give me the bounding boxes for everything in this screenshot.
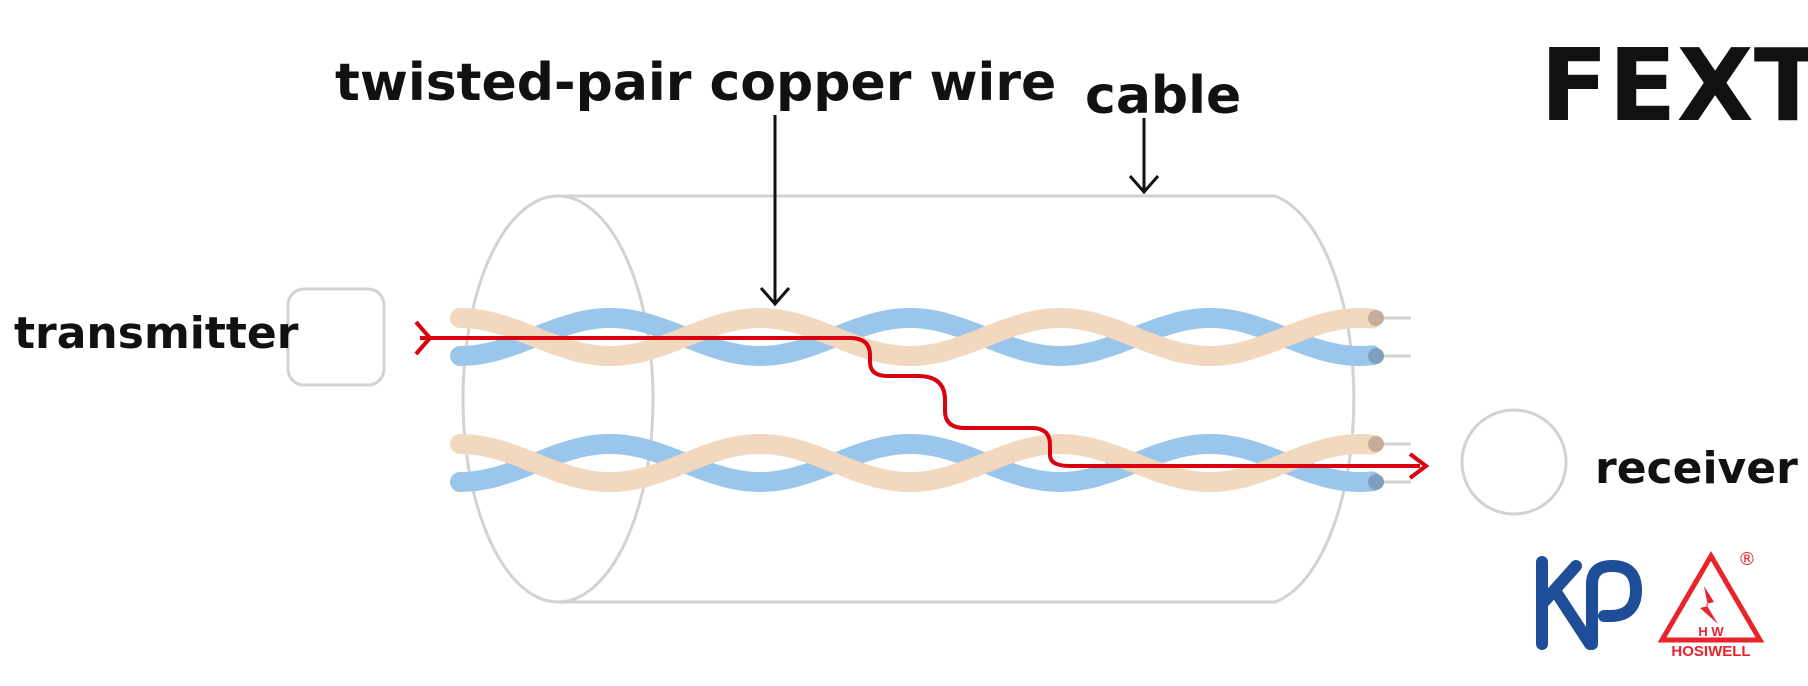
registered-mark: ®	[1738, 549, 1756, 570]
crosstalk-signal	[414, 320, 1430, 480]
cable-label: cable	[1085, 66, 1241, 126]
pair-1-tan-wire	[450, 307, 1382, 366]
twisted-pairs	[450, 307, 1411, 493]
pair-1-conductor-2	[1368, 348, 1384, 364]
cable-pointer-arrowhead-icon	[1128, 175, 1160, 195]
cable-body	[461, 194, 1356, 604]
hosiwell-letters: H W	[1698, 624, 1724, 639]
hosiwell-logo: H W HOSIWELL ®	[1657, 549, 1765, 660]
pair-2-conductor-2	[1368, 474, 1384, 490]
pair-2	[450, 433, 1411, 493]
wire-label: twisted-pair copper wire	[335, 53, 1056, 113]
pair-1-blue-wire	[450, 308, 1382, 367]
cable-end-face	[461, 194, 655, 604]
kp-k-stroke	[1536, 556, 1596, 650]
hosiwell-brand-text: HOSIWELL	[1671, 643, 1750, 660]
kp-mark-text: KP	[0, 0, 2, 1]
transmitter-label: transmitter	[14, 308, 299, 359]
pair-2-blue-wire	[450, 434, 1382, 493]
signal-tail-icon	[414, 320, 433, 356]
pointer-arrows	[759, 115, 1160, 307]
receiver-circle	[1460, 408, 1568, 516]
wire-pointer-arrowhead-icon	[759, 287, 791, 307]
transmitter-box	[286, 287, 386, 387]
hosiwell-lightning-icon	[1700, 586, 1718, 624]
pair-1-conductor-1	[1368, 310, 1384, 326]
pair-2-tan-wire	[450, 433, 1382, 492]
kp-p-stroke	[1586, 560, 1642, 650]
page-title: FEXT	[1540, 27, 1808, 144]
pair-2-conductor-1	[1368, 436, 1384, 452]
hosiwell-triangle	[1657, 551, 1765, 643]
signal-path	[420, 336, 1420, 468]
cable-outline	[558, 194, 1356, 604]
kp-logo: KP	[0, 0, 1642, 650]
signal-arrowhead-icon	[1408, 452, 1430, 480]
receiver-label: receiver	[1595, 443, 1798, 494]
pair-1	[450, 307, 1411, 367]
